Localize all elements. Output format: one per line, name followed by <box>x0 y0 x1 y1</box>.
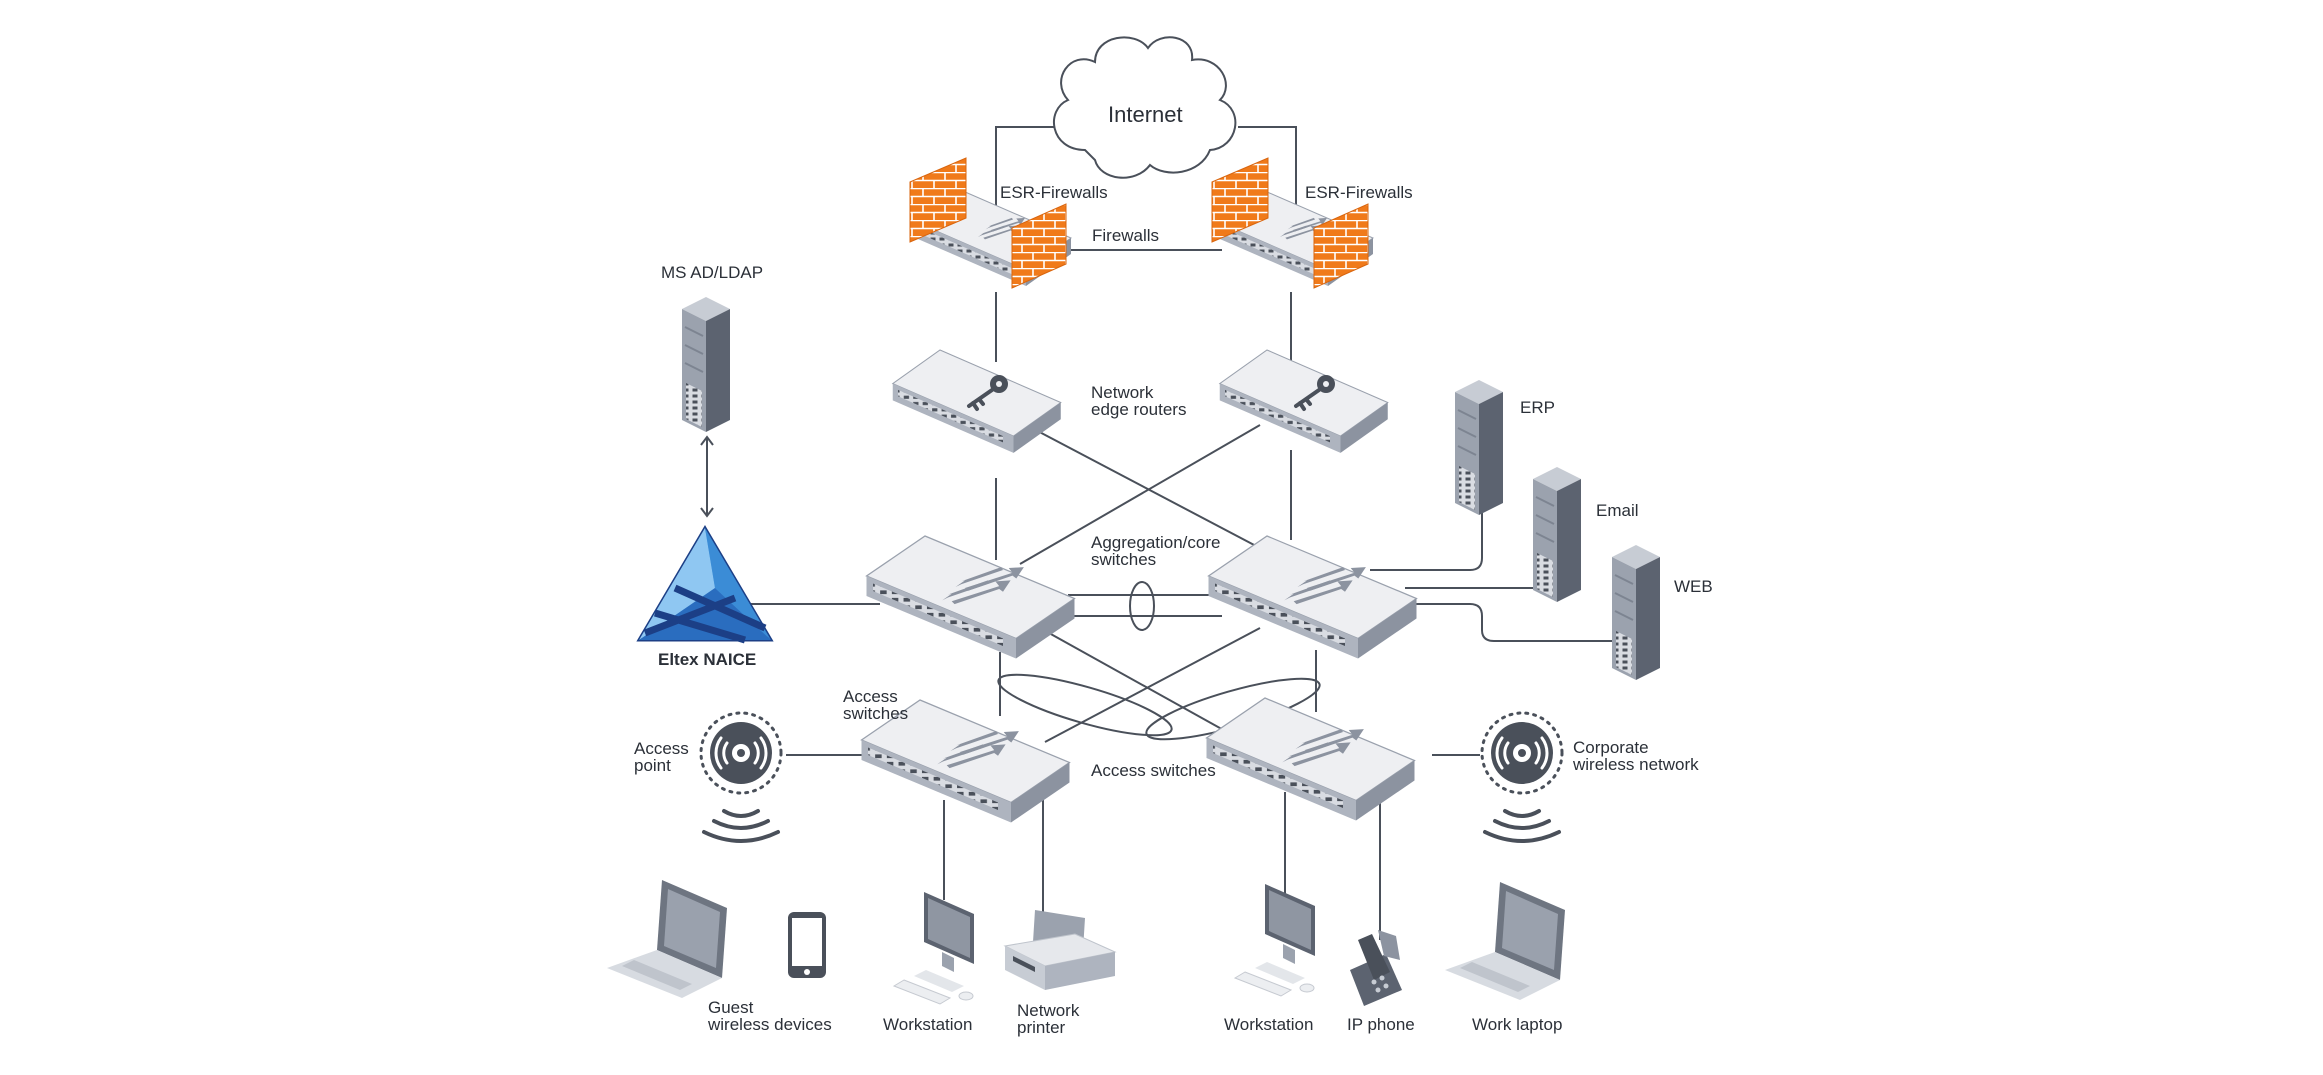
brick-wall-icon <box>1313 203 1369 289</box>
firewall-right <box>1211 157 1374 289</box>
guest-wireless-devices-label: Guest wireless devices <box>708 998 832 1034</box>
access-switch-right <box>1205 697 1416 822</box>
core-switch-left <box>865 535 1076 660</box>
eltex-naice-label: Eltex NAICE <box>658 650 757 669</box>
link-router-right-core-left <box>1019 424 1261 565</box>
email-label: Email <box>1596 501 1639 520</box>
internet-label: Internet <box>1108 102 1183 127</box>
workstation-right-label: Workstation <box>1224 1015 1314 1034</box>
work-laptop-label: Work laptop <box>1472 1015 1563 1034</box>
arrow-up-icon <box>700 435 714 446</box>
server-erp-icon <box>1454 379 1504 516</box>
link-lines <box>706 126 1612 940</box>
link-core-web <box>1405 603 1612 642</box>
link-internet-right <box>1238 126 1297 222</box>
link-internet-left <box>995 126 1065 222</box>
aggregation-core-switches-label: Aggregation/core switches <box>1091 533 1221 569</box>
link-router-left-core-right <box>1029 426 1276 557</box>
server-email-icon <box>1532 466 1582 603</box>
server-ms-ad-icon <box>681 296 731 433</box>
key-icon <box>967 375 1008 411</box>
esr-firewalls-left-label: ESR-Firewalls <box>1000 183 1108 202</box>
work-laptop-icon <box>1445 882 1565 1000</box>
ms-ad-ldap-label: MS AD/LDAP <box>661 263 764 282</box>
workstation-left-label: Workstation <box>883 1015 973 1034</box>
access-switches-left-label: Access switches <box>843 687 909 723</box>
brick-wall-icon <box>1211 157 1269 243</box>
workstation-left-icon <box>893 891 975 1005</box>
erp-label: ERP <box>1520 398 1555 417</box>
key-icon <box>1294 375 1335 411</box>
edge-router-right <box>1219 349 1389 454</box>
network-printer-icon <box>1003 910 1117 990</box>
smartphone-icon <box>788 912 826 978</box>
corporate-wireless-network-label: Corporate wireless network <box>1573 738 1699 774</box>
access-point-icon <box>699 711 783 843</box>
corporate-wireless-icon <box>1480 711 1564 843</box>
lag-core <box>1129 581 1155 631</box>
lag-access-left <box>997 673 1173 737</box>
brick-wall-icon <box>1011 203 1067 289</box>
workstation-right-icon <box>1234 883 1316 997</box>
firewall-left <box>909 157 1072 289</box>
link-core-erp <box>1370 512 1483 571</box>
access-point-label: Access point <box>634 739 689 775</box>
web-label: WEB <box>1674 577 1713 596</box>
brick-wall-icon <box>909 157 967 243</box>
eltex-naice-logo-icon <box>636 525 774 644</box>
network-edge-routers-label: Network edge routers <box>1091 383 1187 419</box>
laptop-guest-icon <box>607 880 727 998</box>
network-printer-label: Network printer <box>1017 1001 1080 1037</box>
core-switch-right <box>1207 535 1418 660</box>
internet-cloud-icon <box>1053 36 1237 179</box>
server-web-icon <box>1611 544 1661 681</box>
edge-router-left <box>892 349 1062 454</box>
esr-firewalls-right-label: ESR-Firewalls <box>1305 183 1413 202</box>
access-switches-center-label: Access switches <box>1091 761 1216 780</box>
arrow-down-icon <box>700 507 714 518</box>
firewalls-label: Firewalls <box>1092 226 1160 245</box>
ip-phone-label: IP phone <box>1347 1015 1415 1034</box>
link-core-left-access-right <box>1039 627 1246 743</box>
ip-phone-icon <box>1350 930 1402 1006</box>
